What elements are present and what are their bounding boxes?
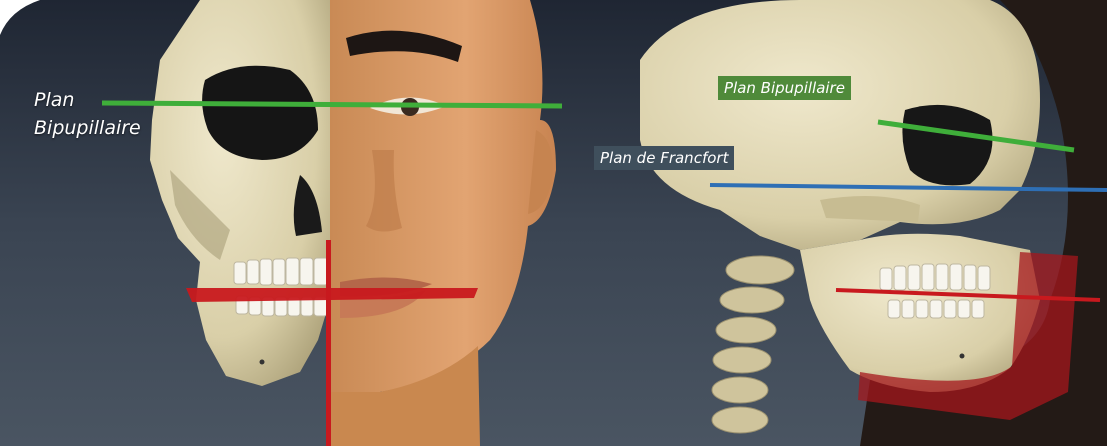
- side-francfort-label: Plan de Francfort: [594, 146, 734, 170]
- front-bipupillaire-label: Plan Bipupillaire: [34, 86, 141, 142]
- front-bipupillaire-line: [102, 103, 562, 106]
- front-bipupillaire-label-line1: Plan: [34, 86, 141, 114]
- side-bipupillaire-label: Plan Bipupillaire: [718, 76, 851, 100]
- front-bipupillaire-label-line2: Bipupillaire: [34, 114, 141, 142]
